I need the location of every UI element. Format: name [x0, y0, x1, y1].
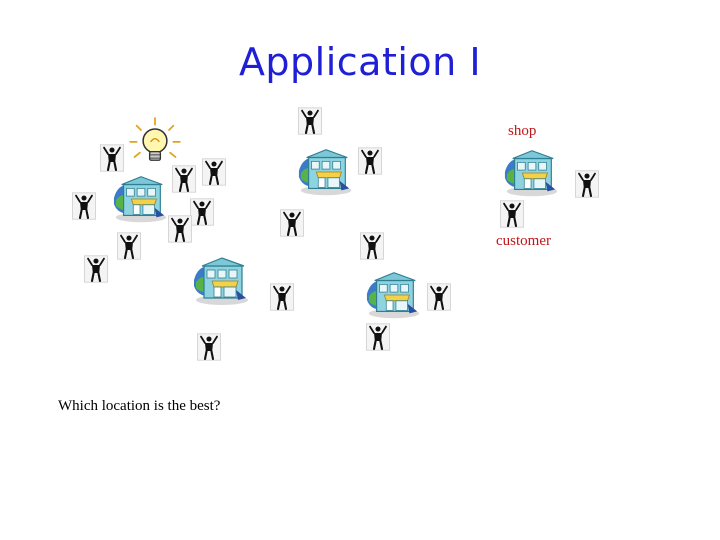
person-icon — [168, 214, 192, 244]
slide-title: Application I — [238, 40, 482, 84]
person-icon — [84, 254, 108, 284]
question-text: Which location is the best? — [58, 398, 221, 414]
person-icon — [298, 106, 322, 136]
shop-building-icon — [192, 253, 252, 309]
person-icon — [202, 157, 226, 187]
shop-building-icon — [112, 172, 170, 226]
person-icon — [100, 143, 124, 173]
person-icon — [172, 164, 196, 194]
person-icon — [72, 191, 96, 221]
person-icon — [575, 169, 599, 199]
shop-building-icon — [503, 146, 561, 200]
person-icon — [500, 199, 524, 229]
person-icon — [427, 282, 451, 312]
person-icon — [117, 231, 141, 261]
person-icon — [366, 322, 390, 352]
legend-customer-label: customer — [496, 233, 551, 249]
person-icon — [360, 231, 384, 261]
person-icon — [280, 208, 304, 238]
person-icon — [190, 197, 214, 227]
legend-shop-label: shop — [508, 123, 537, 139]
shop-building-icon — [297, 145, 355, 199]
shop-building-icon — [365, 268, 423, 322]
person-icon — [270, 282, 294, 312]
person-icon — [197, 332, 221, 362]
person-icon — [358, 146, 382, 176]
